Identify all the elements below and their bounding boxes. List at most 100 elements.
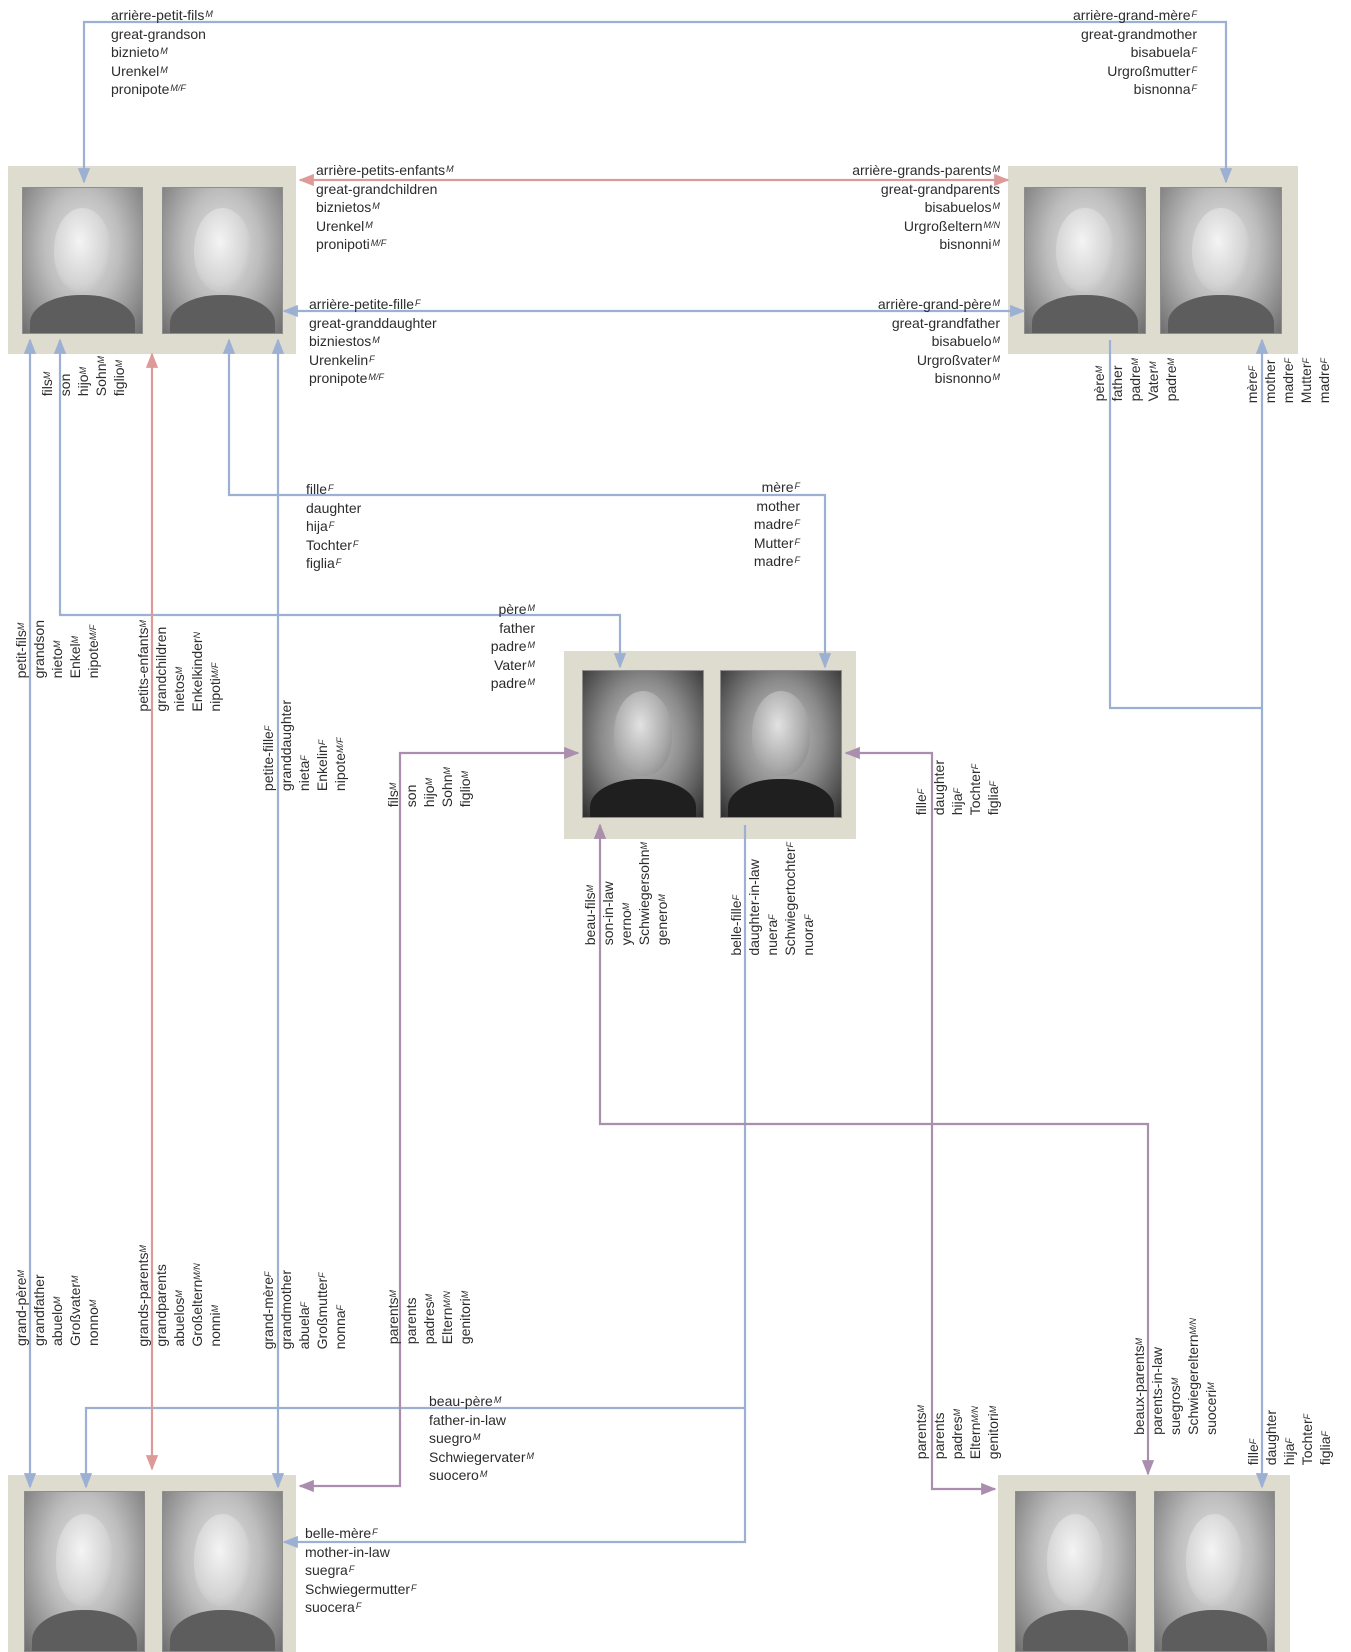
term-text: bisabuelos (925, 199, 992, 215)
term-text: Vater (1145, 369, 1161, 401)
term-text: Schwiegersohn (636, 850, 652, 946)
term-text: bisnonna (1134, 81, 1191, 97)
term-line: mother (1261, 358, 1279, 403)
term-line: petits-enfantsM (134, 620, 152, 712)
gender-marker: M/N (984, 220, 1001, 230)
gender-marker: F (952, 788, 962, 794)
term-line: filleF (912, 760, 930, 815)
gender-marker: M (96, 356, 106, 364)
gender-marker: M/N (192, 1263, 202, 1280)
term-line: petit-filsM (12, 620, 30, 678)
term-text: great-grandchildren (316, 181, 437, 197)
gender-marker: M/N (442, 1291, 452, 1308)
term-text: Urgroßeltern (904, 218, 983, 234)
term-line: grandchildren (152, 620, 170, 712)
gender-marker: F (1320, 1431, 1330, 1437)
term-text: arrière-petit-fils (111, 7, 204, 23)
term-line: UrenkelinF (309, 351, 437, 370)
gender-marker: M (993, 298, 1001, 308)
vlabel-grandchildren: petits-enfantsMgrandchildrennietosMEnkel… (134, 620, 224, 712)
gender-marker: F (803, 914, 813, 920)
term-text: son (57, 374, 73, 397)
gender-marker: M (70, 1275, 80, 1283)
term-line: bisabuelosM (852, 198, 1000, 217)
term-line: madreF (1279, 358, 1297, 403)
gender-marker: M (205, 9, 213, 19)
label-great-grandfather: arrière-grand-pèreMgreat-grandfatherbisa… (878, 295, 1000, 388)
term-line: EnkelkinderN (188, 620, 206, 712)
term-text: beau-père (429, 1393, 493, 1409)
term-text: nonni (207, 1312, 223, 1346)
term-line: SohnM (92, 356, 110, 396)
term-text: fille (1245, 1444, 1261, 1465)
term-text: grandchildren (153, 627, 169, 712)
term-line: GroßmutterF (313, 1270, 331, 1349)
term-text: abuela (296, 1307, 312, 1349)
term-text: nuora (800, 920, 816, 956)
gender-marker: F (372, 1527, 378, 1537)
term-text: granddaughter (278, 700, 294, 791)
term-text: abuelo (49, 1304, 65, 1346)
term-line: grand-pèreM (12, 1270, 30, 1346)
term-line: SchwiegersohnM (635, 842, 653, 945)
term-line: great-grandson (111, 25, 213, 44)
term-text: nonno (85, 1307, 101, 1346)
gender-marker: M (639, 842, 649, 850)
gender-marker: M (446, 164, 454, 174)
gender-marker: M (88, 1300, 98, 1308)
gender-marker: F (411, 1583, 417, 1593)
term-line: pronipoteM/F (111, 80, 213, 99)
term-line: UrenkelM (111, 62, 213, 81)
term-text: padre (1163, 366, 1179, 402)
gender-marker: M (16, 623, 26, 631)
term-line: nonniM (206, 1245, 224, 1347)
term-text: suegro (429, 1430, 472, 1446)
term-line: padresM (948, 1405, 966, 1459)
term-text: nonna (332, 1310, 348, 1349)
term-text: genero (654, 902, 670, 946)
link-son-in-law-parents-in-law (600, 825, 1148, 1474)
term-text: suoceri (1203, 1390, 1219, 1435)
term-line: VaterM (1144, 358, 1162, 401)
vlabel-granddaughter: petite-filleFgranddaughternietaFEnkelinF… (259, 700, 349, 791)
term-text: Großeltern (189, 1280, 205, 1347)
gender-marker: F (1192, 65, 1198, 75)
term-text: figlia (1317, 1436, 1333, 1465)
term-line: beau-pèreM (429, 1392, 534, 1411)
term-line: parents (930, 1405, 948, 1459)
term-line: son-in-law (599, 842, 617, 945)
term-text: petite-fille (260, 731, 276, 791)
term-line: pronipoteM/F (309, 369, 437, 388)
term-text: parents (931, 1413, 947, 1460)
gender-marker: M (657, 894, 667, 902)
term-line: SohnM (438, 767, 456, 807)
term-line: biznietosM (316, 198, 454, 217)
gender-marker: M (138, 1245, 148, 1253)
gender-marker: F (299, 755, 309, 761)
label-mother: mèreFmothermadreFMutterFmadreF (754, 478, 800, 571)
term-text: parents (385, 1298, 401, 1345)
term-line: great-grandmother (1073, 25, 1197, 44)
term-text: Mutter (754, 535, 794, 551)
term-line: beaux-parentsM (1130, 1318, 1148, 1435)
term-text: suocero (429, 1467, 479, 1483)
term-line: nonnoM (84, 1270, 102, 1346)
term-text: Urenkel (111, 63, 159, 79)
gender-marker: M (388, 783, 398, 791)
gender-marker: F (317, 1272, 327, 1278)
term-text: madre (1316, 364, 1332, 404)
link-great-grandson-great-grandmother (84, 22, 1226, 182)
gender-marker: F (335, 1305, 345, 1311)
gender-marker: F (916, 789, 926, 795)
gender-marker: F (349, 1564, 355, 1574)
term-line: genitoriM (456, 1290, 474, 1344)
gender-marker: M (70, 636, 80, 644)
gender-marker: F (299, 1302, 309, 1308)
term-line: arrière-petit-filsM (111, 6, 213, 25)
term-line: EnkelM (66, 620, 84, 678)
term-text: great-grandmother (1081, 26, 1197, 42)
term-line: bisabueloM (878, 332, 1000, 351)
term-text: padre (1127, 366, 1143, 402)
